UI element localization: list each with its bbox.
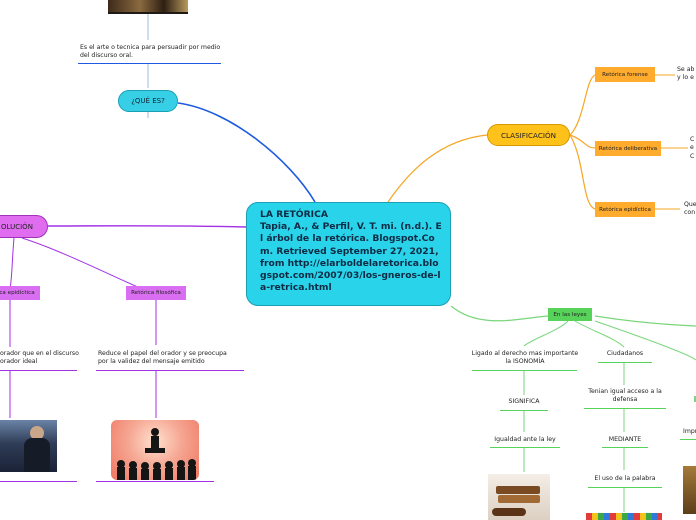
- main-topic-title: LA RETÓRICA: [260, 209, 328, 220]
- epidictica-branch-tag[interactable]: ca epidíctica: [0, 286, 40, 300]
- impr-underline: [680, 439, 696, 440]
- clasificacion-node[interactable]: CLASIFICACIÓN: [487, 124, 570, 146]
- mediante-underline: [602, 447, 648, 448]
- epidictica-branch-text: orador que en el discurso orador ideal: [0, 350, 79, 366]
- uso-palabra-underline: [588, 487, 662, 488]
- main-topic-node[interactable]: LA RETÓRICA Tapia, A., & Perfil, V. T. m…: [246, 202, 451, 306]
- mediante-label: MEDIANTE: [608, 436, 642, 443]
- main-topic-citation: Tapia, A., & Perfil, V. T. mi. (n.d.). E…: [260, 221, 442, 294]
- ciudadanos-label: Ciudadanos: [606, 350, 644, 357]
- igual-acceso-text: Tenian igual acceso a la defensa: [588, 388, 662, 404]
- uso-palabra-label: El uso de la palabra: [594, 475, 656, 482]
- isonomia-underline: [472, 370, 577, 371]
- forense-note: Se ab y lo e: [677, 66, 695, 82]
- significa-underline: [500, 410, 548, 411]
- ciudadanos-underline: [598, 362, 652, 363]
- colorful-strip-image: [586, 513, 662, 520]
- impr-text: Impr: [683, 428, 696, 435]
- gavel-books-photo: [488, 474, 550, 520]
- igualdad-label: Igualdad ante la ley: [494, 436, 556, 443]
- orator-photo-underline: [0, 481, 77, 482]
- orator-photo: [0, 420, 57, 472]
- definition-underline: [78, 63, 221, 64]
- right-edge-photo: [683, 466, 696, 514]
- retorica-deliberativa-tag[interactable]: Retórica deliberativa: [595, 141, 661, 156]
- isonomia-text: Ligado al derecho mas importante la ISON…: [471, 350, 579, 366]
- epidictica-note: Que con: [684, 201, 696, 217]
- speaker-audience-illustration: [111, 420, 199, 480]
- que-es-node[interactable]: ¿QUÉ ES?: [118, 90, 178, 112]
- speaker-illustration-underline: [96, 481, 214, 482]
- significa-label: SIGNIFICA: [508, 398, 540, 405]
- epidictica-text-underline: [0, 370, 77, 371]
- deliberativa-note: C e C: [690, 136, 695, 160]
- right-edge-green-mark: [694, 396, 696, 402]
- top-illustration: [108, 0, 188, 14]
- definition-text: Es el arte o tecnica para persuadir por …: [80, 44, 221, 60]
- igualdad-underline: [490, 447, 560, 448]
- evolucion-node[interactable]: OLUCIÓN: [0, 215, 48, 238]
- filosofica-branch-tag[interactable]: Retórica filosófica: [126, 286, 186, 300]
- en-las-leyes-tag[interactable]: En las leyes: [548, 308, 592, 321]
- retorica-epidictica-tag[interactable]: Retórica epidíctica: [595, 202, 655, 217]
- filosofica-branch-text: Reduce el papel del orador y se preocupa…: [98, 350, 227, 366]
- igual-acceso-underline: [584, 408, 666, 409]
- retorica-forense-tag[interactable]: Retórica forense: [595, 67, 655, 82]
- filosofica-text-underline: [96, 370, 244, 371]
